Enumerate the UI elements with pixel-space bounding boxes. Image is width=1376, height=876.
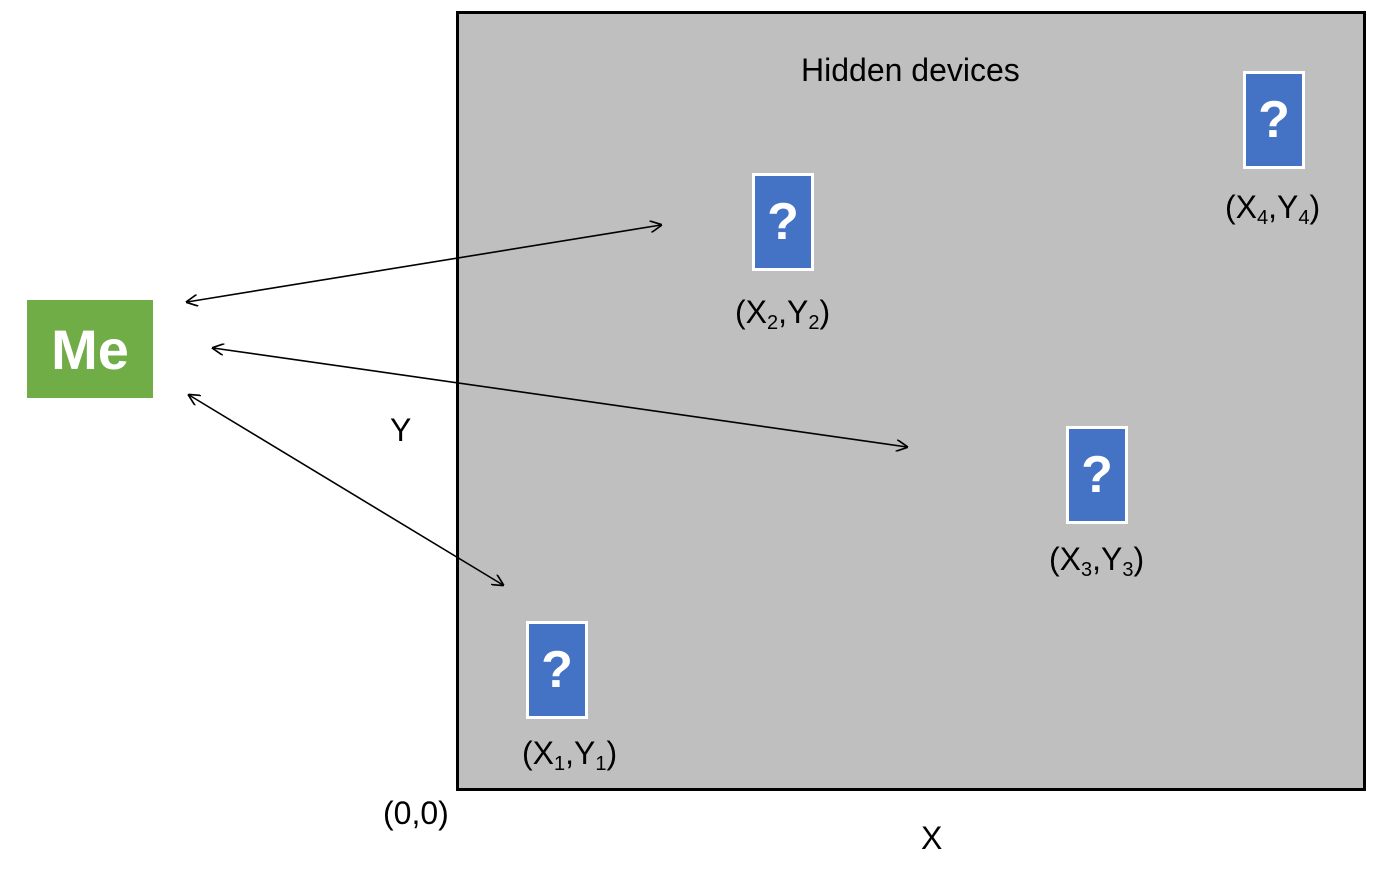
x-axis-label: X [921, 820, 943, 856]
device-3-icon: ? [1066, 426, 1128, 524]
device-2-icon: ? [752, 173, 814, 271]
arrow-me-device-2 [187, 225, 661, 302]
device-1-icon: ? [526, 621, 588, 719]
device-4-coord: (X4,Y4) [1225, 189, 1321, 229]
arrow-me-device-3 [213, 348, 907, 447]
device-2-coord: (X2,Y2) [735, 294, 831, 334]
device-4-icon: ? [1243, 71, 1305, 169]
device-1-coord: (X1,Y1) [522, 735, 618, 775]
arrow-me-device-1 [189, 395, 503, 585]
device-3-coord: (X3,Y3) [1049, 541, 1145, 581]
me-box: Me [27, 300, 153, 398]
origin-label: (0,0) [383, 795, 449, 831]
area-title: Hidden devices [801, 52, 1020, 88]
